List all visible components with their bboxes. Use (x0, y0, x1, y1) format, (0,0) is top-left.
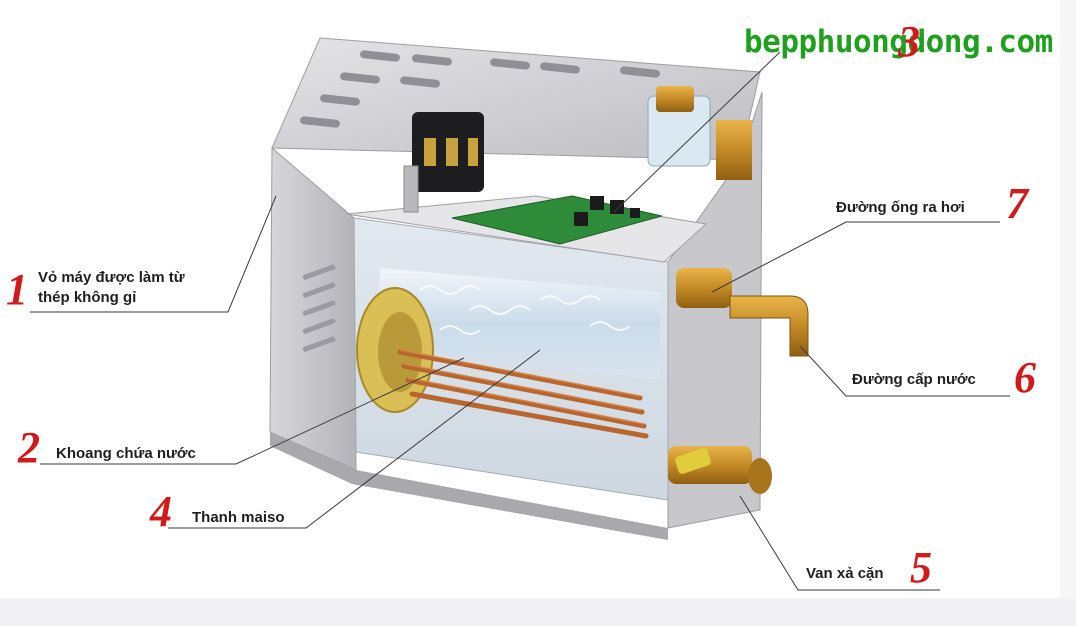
callout-5-label: Van xả cặn (806, 565, 884, 582)
control-board (451, 195, 663, 245)
callout-1-label-line2: thép không gỉ (38, 289, 137, 306)
callout-7-label: Đường ống ra hơi (836, 199, 965, 216)
callout-4-label: Thanh maiso (192, 509, 285, 526)
callout-6-number: 6 (1014, 353, 1036, 402)
leader-5 (739, 495, 940, 591)
leader-6 (799, 345, 1010, 397)
board-components (574, 196, 640, 226)
leader-2 (40, 357, 465, 465)
side-vent-slots (302, 264, 336, 352)
callout-2-label: Khoang chứa nước (56, 445, 196, 462)
leader-3 (613, 51, 781, 213)
callout-1-number: 1 (6, 265, 28, 314)
water-ripples (419, 285, 631, 335)
callout-2-number: 2 (18, 423, 40, 472)
level-probe (403, 165, 419, 213)
callout-7-number: 7 (1006, 179, 1028, 228)
drain-valve-handle (675, 448, 711, 474)
page-bottom-strip (0, 598, 1076, 626)
top-vent-slots (300, 50, 660, 128)
solenoid-coil (656, 86, 694, 112)
inlet-fitting (716, 120, 752, 180)
callout-3-number: 3 (898, 17, 920, 66)
housing-bottom-edge (270, 432, 668, 540)
heating-element-coils (397, 349, 649, 439)
callout-5-number: 5 (910, 543, 932, 592)
leader-7 (711, 221, 1000, 293)
leader-4 (168, 349, 541, 529)
steam-outlet-pipe (676, 268, 732, 308)
leader-lines (30, 51, 1010, 591)
watermark-text: bepphuongdong.com (744, 24, 1053, 60)
callout-4-number: 4 (150, 487, 172, 536)
water-inlet-elbow (729, 295, 809, 357)
callout-6-label: Đường cấp nước (852, 371, 976, 388)
page-right-gutter (1060, 0, 1076, 598)
steam-generator-illustration (30, 37, 1010, 591)
leader-1 (30, 195, 277, 313)
callout-1-label-line1: Vỏ máy được làm từ (38, 269, 185, 286)
